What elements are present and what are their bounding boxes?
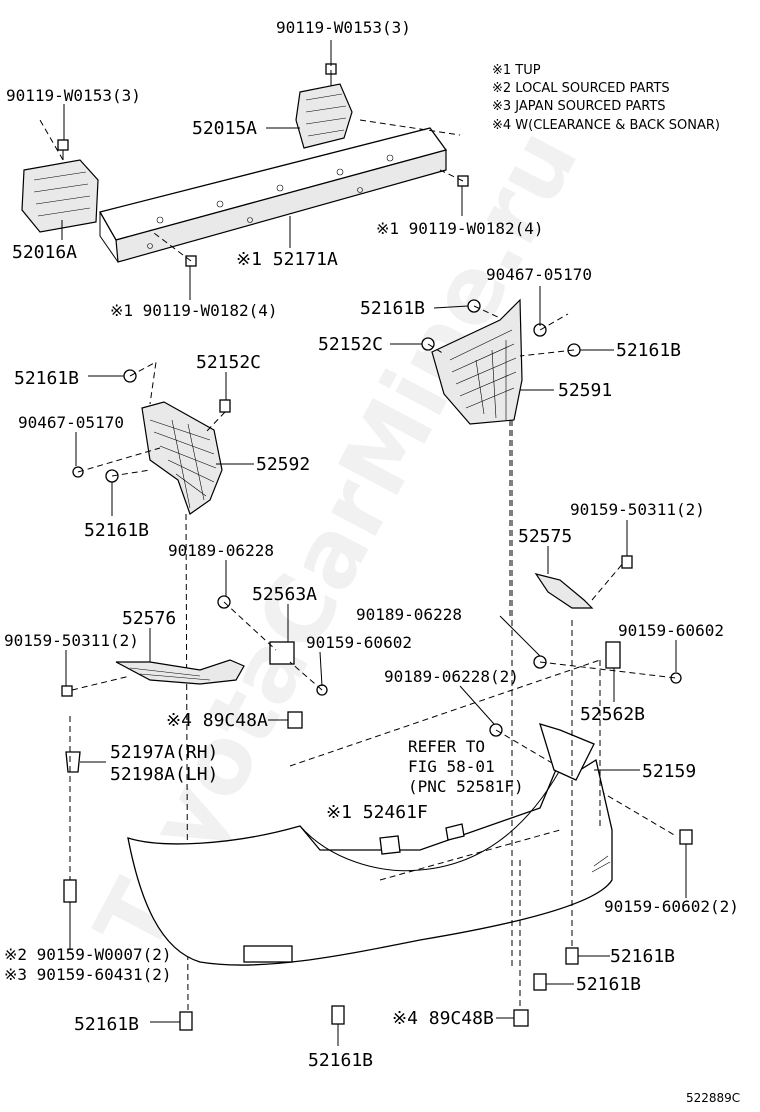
label-52161B-left[interactable]: 52161B (84, 520, 149, 541)
label-52575[interactable]: 52575 (518, 526, 572, 547)
retainer-left-52592[interactable] (141, 401, 223, 515)
label-52161B-lower-left[interactable]: 52161B (74, 1014, 139, 1035)
label-52015A[interactable]: 52015A (192, 118, 257, 139)
label-52198A-LH[interactable]: 52198A(LH) (110, 764, 218, 785)
label-52563A[interactable]: 52563A (252, 584, 317, 605)
label-52171A[interactable]: ※1 52171A (236, 249, 338, 270)
label-90189-06228-left[interactable]: 90189-06228 (168, 541, 274, 560)
label-90159-50311-left[interactable]: 90159-50311(2) (4, 631, 139, 650)
part-labels: 90119-W0153(3) 90119-W0153(3) 52015A 520… (4, 18, 740, 1105)
label-52161B-upper-right[interactable]: 52161B (360, 298, 425, 319)
side-bracket-left-52576[interactable] (61, 659, 245, 697)
bracket-right-52015A[interactable] (295, 83, 353, 149)
label-90159-60602-center[interactable]: 90159-60602 (306, 633, 412, 652)
label-52197A-RH[interactable]: 52197A(RH) (110, 742, 218, 763)
leader-lines (61, 40, 687, 1046)
label-90467-05170-left[interactable]: 90467-05170 (18, 413, 124, 432)
label-89C48B[interactable]: ※4 89C48B (392, 1008, 494, 1029)
label-refer-pnc[interactable]: (PNC 52581F) (408, 777, 524, 796)
label-52161B-right-side[interactable]: 52161B (616, 340, 681, 361)
side-bracket-right-52575[interactable] (534, 555, 633, 609)
label-90119-W0153-top[interactable]: 90119-W0153(3) (276, 18, 411, 37)
label-90119-W0153-left[interactable]: 90119-W0153(3) (6, 86, 141, 105)
label-52591[interactable]: 52591 (558, 380, 612, 401)
label-52161B-bottom[interactable]: 52161B (308, 1050, 373, 1071)
label-52016A[interactable]: 52016A (12, 242, 77, 263)
label-52461F[interactable]: ※1 52461F (326, 802, 428, 823)
label-90159-50311-right[interactable]: 90159-50311(2) (570, 500, 705, 519)
figure-id: 522889C (686, 1091, 740, 1105)
label-52152C-left[interactable]: 52152C (196, 352, 261, 373)
label-90159-60602-right[interactable]: 90159-60602 (618, 621, 724, 640)
label-89C48A[interactable]: ※4 89C48A (166, 710, 268, 731)
label-90189-06228-right[interactable]: 90189-06228 (356, 605, 462, 624)
label-52562B[interactable]: 52562B (580, 704, 645, 725)
label-52592[interactable]: 52592 (256, 454, 310, 475)
label-90119-W0182-left[interactable]: ※1 90119-W0182(4) (110, 301, 278, 320)
label-90189-06228-2[interactable]: 90189-06228(2) (384, 667, 519, 686)
label-refer-to: REFER TO (408, 737, 485, 756)
label-90159-60602-2[interactable]: 90159-60602(2) (604, 897, 739, 916)
label-90159-60431[interactable]: ※3 90159-60431(2) (4, 965, 172, 984)
label-52161B-lower-right-1[interactable]: 52161B (610, 946, 675, 967)
note-clearance: ※4 W(CLEARANCE & BACK SONAR) (492, 118, 720, 133)
label-90159-W0007[interactable]: ※2 90159-W0007(2) (4, 945, 172, 964)
notes-legend: ※1 TUP ※2 LOCAL SOURCED PARTS ※3 JAPAN S… (492, 63, 720, 133)
rear-bumper-cover[interactable] (127, 723, 613, 966)
label-52161B-lower-right-2[interactable]: 52161B (576, 974, 641, 995)
label-52576[interactable]: 52576 (122, 608, 176, 629)
label-52159[interactable]: 52159 (642, 761, 696, 782)
label-90119-W0182-right[interactable]: ※1 90119-W0182(4) (376, 219, 544, 238)
label-52152C-right[interactable]: 52152C (318, 334, 383, 355)
note-local: ※2 LOCAL SOURCED PARTS (492, 81, 670, 96)
label-refer-fig: FIG 58-01 (408, 757, 495, 776)
retainer-right-52591[interactable] (431, 298, 523, 425)
note-japan: ※3 JAPAN SOURCED PARTS (492, 99, 666, 114)
note-tup: ※1 TUP (492, 63, 541, 78)
bumper-reinforcement-52171A[interactable] (99, 127, 448, 263)
label-52161B-upper-left[interactable]: 52161B (14, 368, 79, 389)
label-90467-05170-right[interactable]: 90467-05170 (486, 265, 592, 284)
bracket-left-52016A[interactable] (21, 159, 99, 233)
